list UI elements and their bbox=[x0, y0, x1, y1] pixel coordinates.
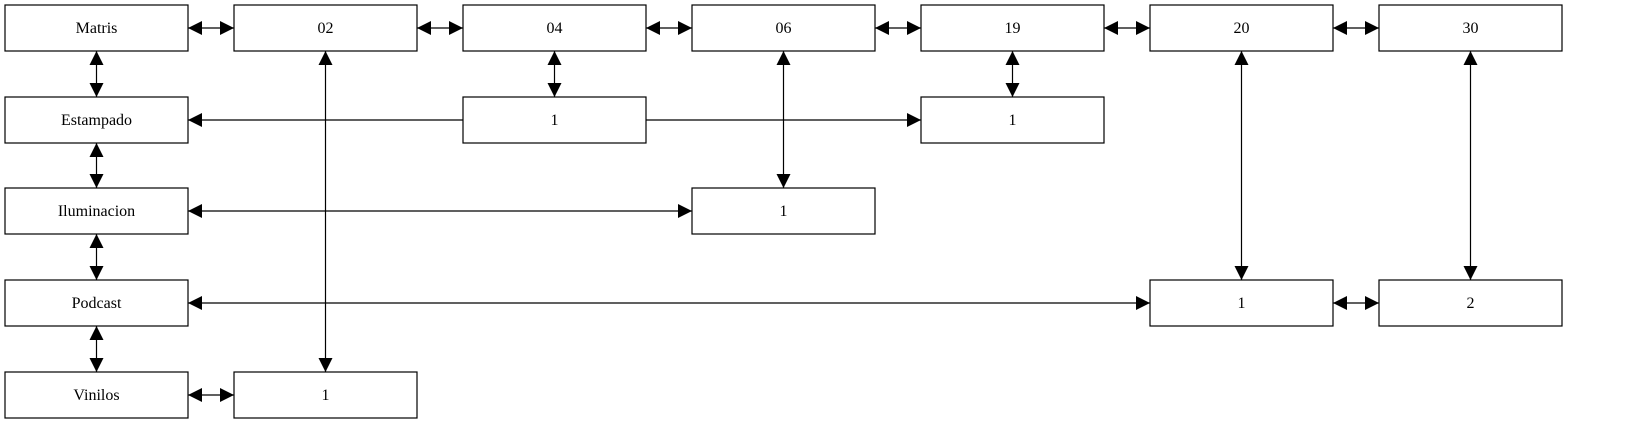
node-box bbox=[4, 96, 189, 144]
node-matris: Matris bbox=[4, 4, 189, 52]
node-label: Matris bbox=[76, 20, 118, 37]
node-n19_1: 1 bbox=[920, 96, 1105, 144]
node-label: 30 bbox=[1463, 20, 1479, 37]
node-n30: 30 bbox=[1378, 4, 1563, 52]
node-label: Vinilos bbox=[73, 387, 119, 404]
node-n20_1: 1 bbox=[1149, 279, 1334, 327]
node-label: Podcast bbox=[72, 295, 122, 312]
node-label: 20 bbox=[1234, 20, 1250, 37]
node-n06_1: 1 bbox=[691, 187, 876, 235]
node-label: 19 bbox=[1005, 20, 1021, 37]
node-box bbox=[462, 96, 647, 144]
node-label: 02 bbox=[318, 20, 334, 37]
node-box bbox=[1149, 279, 1334, 327]
node-box bbox=[691, 4, 876, 52]
node-box bbox=[4, 279, 189, 327]
node-box bbox=[1378, 279, 1563, 327]
node-box bbox=[233, 371, 418, 419]
node-estampado: Estampado bbox=[4, 96, 189, 144]
node-label: 1 bbox=[1009, 112, 1017, 129]
node-label: 06 bbox=[776, 20, 792, 37]
node-label: Estampado bbox=[61, 112, 132, 129]
node-label: 1 bbox=[1238, 295, 1246, 312]
node-box bbox=[462, 4, 647, 52]
node-box bbox=[691, 187, 876, 235]
node-label: 1 bbox=[551, 112, 559, 129]
node-n19: 19 bbox=[920, 4, 1105, 52]
node-label: 1 bbox=[322, 387, 330, 404]
node-n02_1: 1 bbox=[233, 371, 418, 419]
node-box bbox=[4, 187, 189, 235]
node-label: Iluminacion bbox=[58, 203, 135, 220]
node-box bbox=[920, 96, 1105, 144]
node-box bbox=[4, 371, 189, 419]
node-n04_1: 1 bbox=[462, 96, 647, 144]
node-n06: 06 bbox=[691, 4, 876, 52]
node-vinilos: Vinilos bbox=[4, 371, 189, 419]
node-n30_2: 2 bbox=[1378, 279, 1563, 327]
node-label: 04 bbox=[547, 20, 563, 37]
node-label: 2 bbox=[1467, 295, 1475, 312]
node-box bbox=[4, 4, 189, 52]
node-box bbox=[233, 4, 418, 52]
node-n20: 20 bbox=[1149, 4, 1334, 52]
node-box bbox=[920, 4, 1105, 52]
node-label: 1 bbox=[780, 203, 788, 220]
node-box bbox=[1149, 4, 1334, 52]
node-box bbox=[1378, 4, 1563, 52]
node-n02: 02 bbox=[233, 4, 418, 52]
node-podcast: Podcast bbox=[4, 279, 189, 327]
node-n04: 04 bbox=[462, 4, 647, 52]
node-iluminacion: Iluminacion bbox=[4, 187, 189, 235]
